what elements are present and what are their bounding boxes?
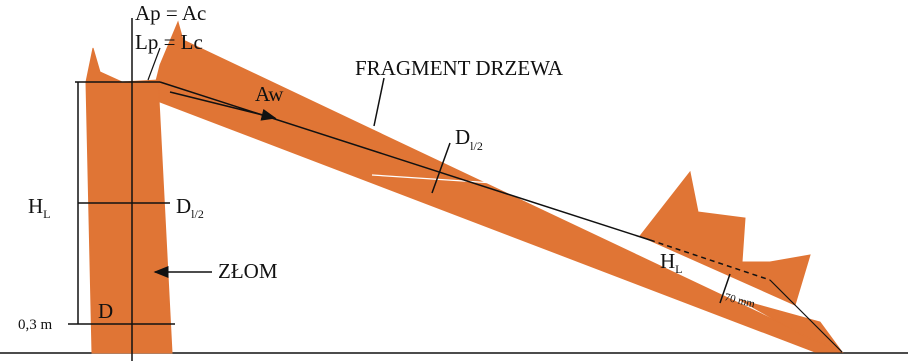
- label-fragment-drzewa: FRAGMENT DRZEWA: [355, 56, 564, 80]
- log-dl2-line: [431, 142, 451, 194]
- label-zlom: ZŁOM: [218, 259, 278, 283]
- aw-arrow: [169, 91, 277, 121]
- label-stump-dl2: Dl/2: [176, 194, 204, 221]
- fragment-pointer: [373, 77, 385, 127]
- label-log-dl2: Dl/2: [455, 125, 483, 153]
- lp-pointer: [147, 47, 161, 81]
- stump-body: [85, 47, 173, 354]
- label-d: D: [98, 299, 113, 323]
- label-lp-lc: Lp = Lc: [135, 30, 203, 54]
- log-axis-dashed: [649, 239, 771, 281]
- label-ap-ac: Ap = Ac: [135, 1, 206, 25]
- log-axis-line: [159, 81, 651, 241]
- label-hl-log: HL: [660, 249, 683, 276]
- log-axis-tail: [769, 279, 843, 353]
- tip-70mm-line: [719, 273, 731, 304]
- crown-spikes: [639, 170, 811, 306]
- label-0-3m: 0,3 m: [18, 317, 53, 333]
- log-grain-line: [371, 174, 541, 187]
- label-aw: Aw: [255, 82, 284, 106]
- label-hl-stump: HL: [28, 194, 51, 221]
